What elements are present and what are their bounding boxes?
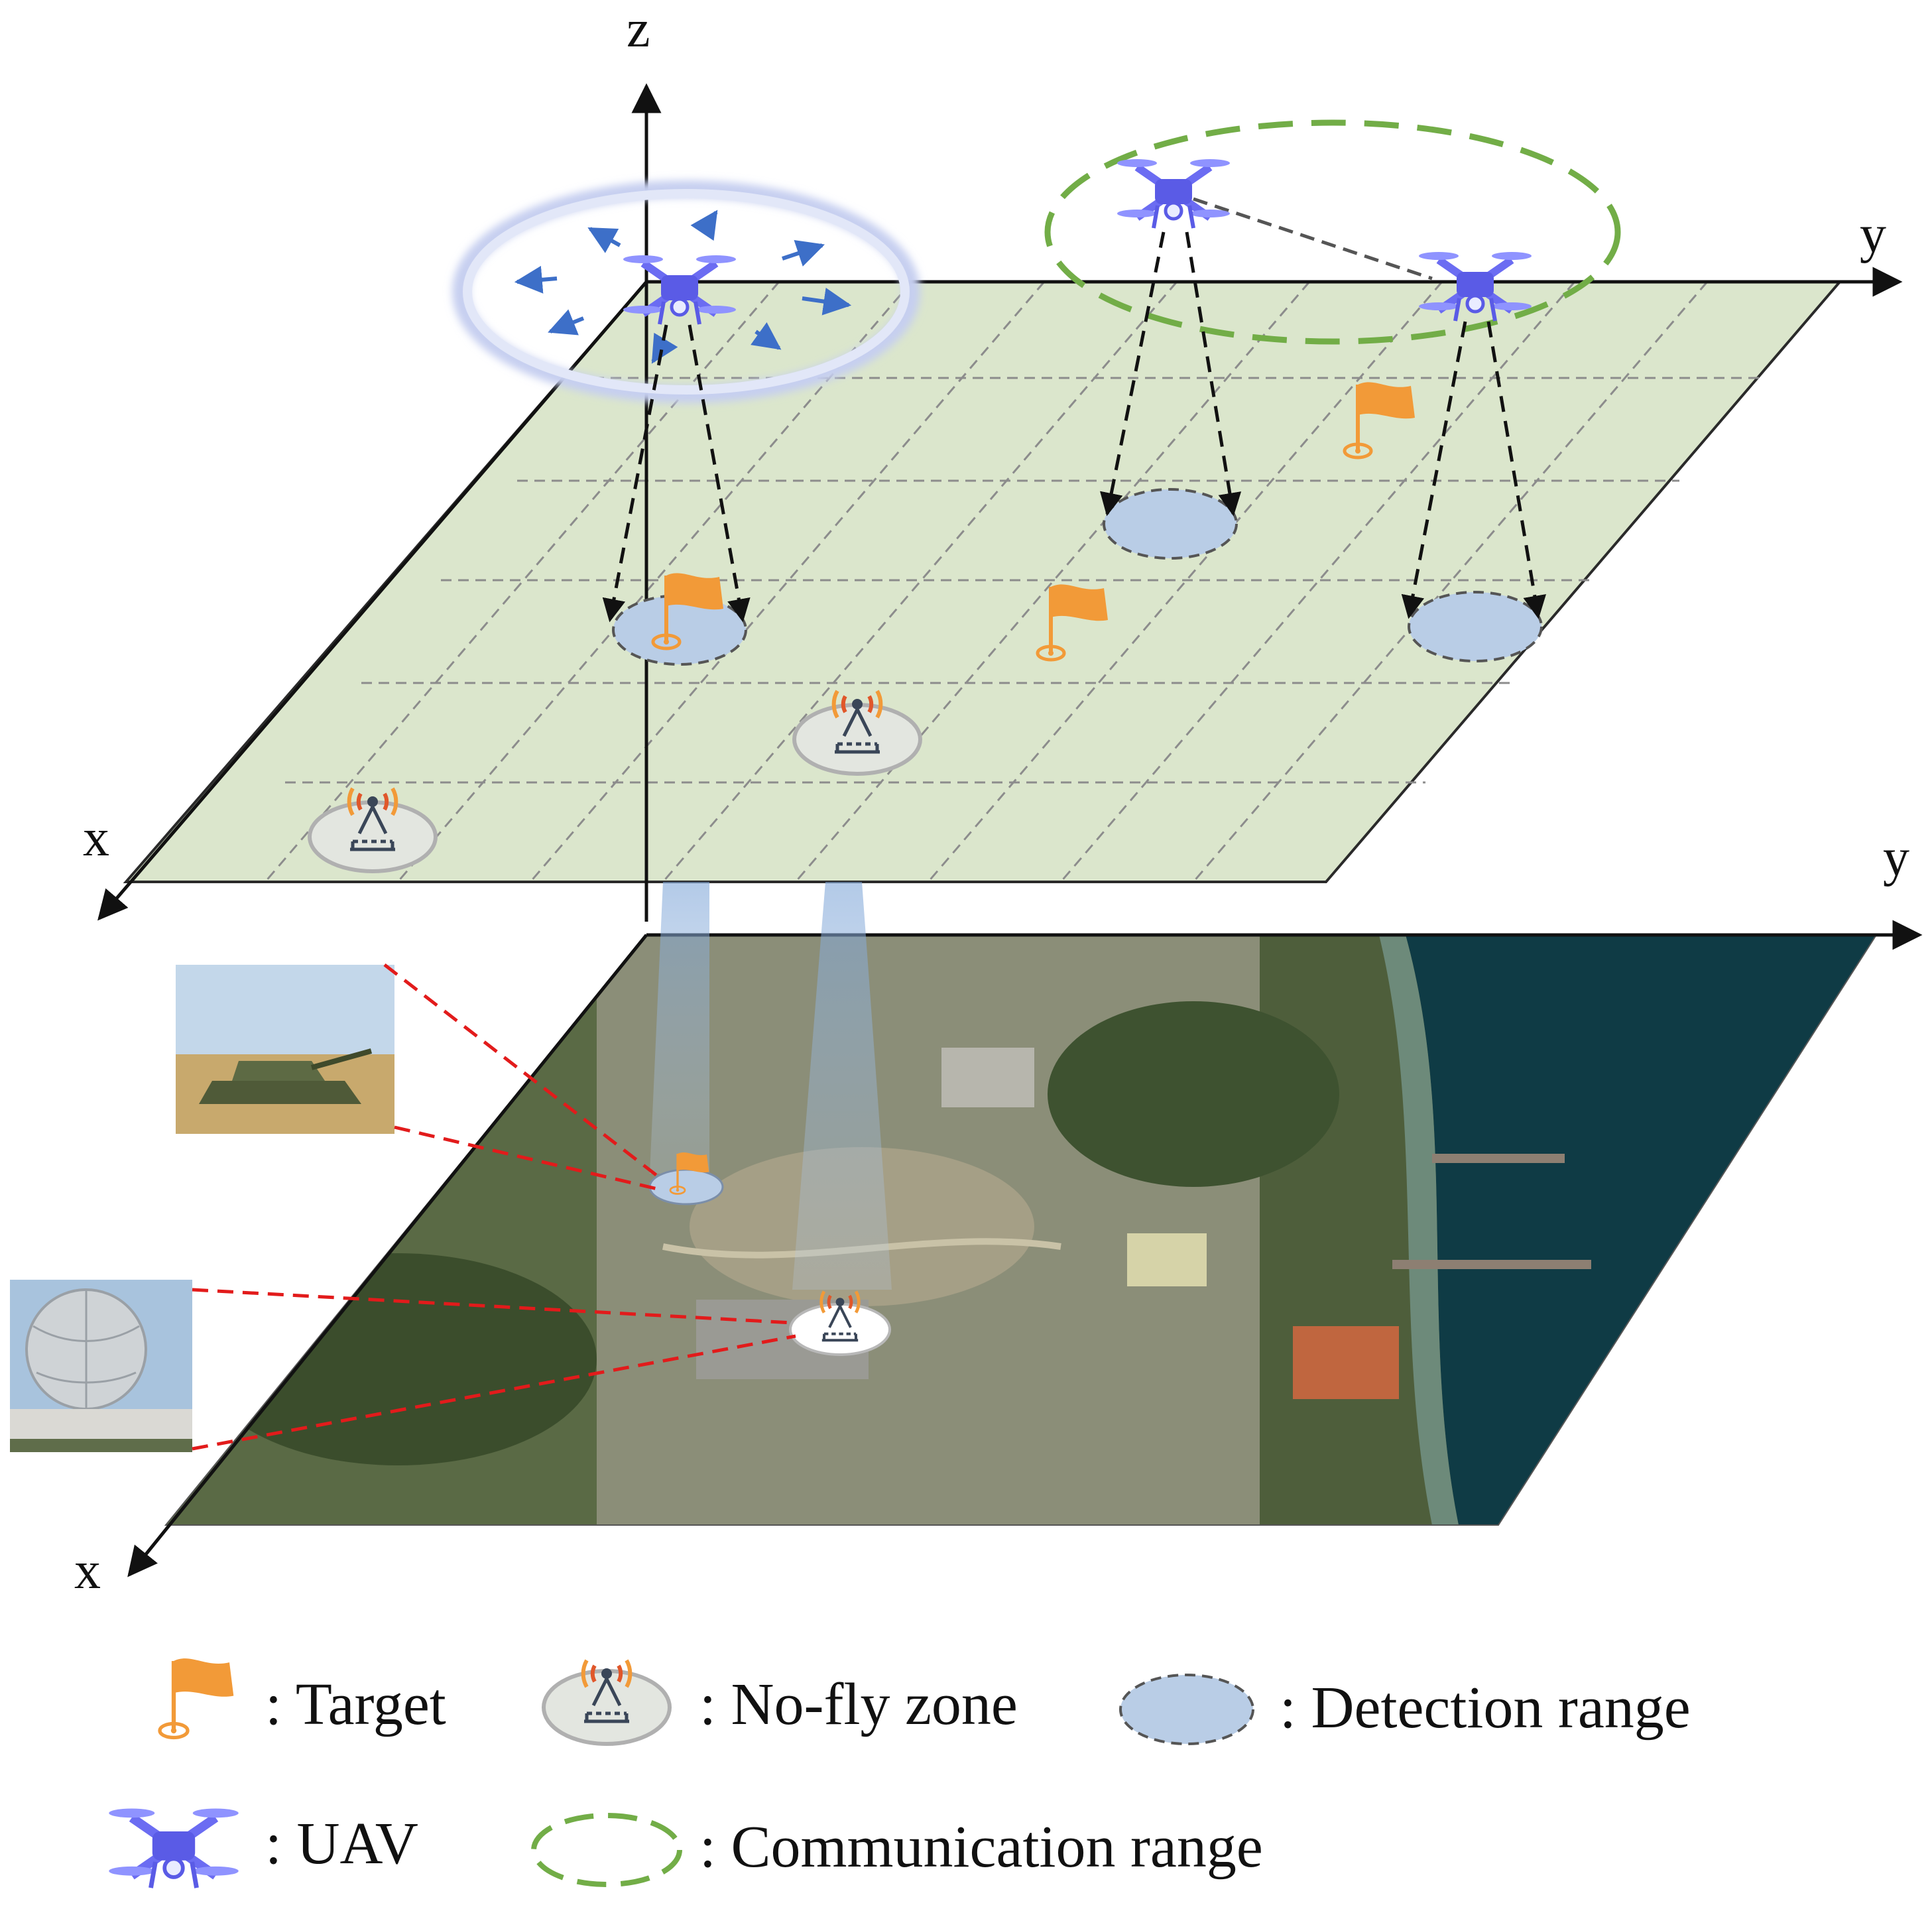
projection-beams: [650, 882, 892, 1290]
uav-2-icon: [1117, 159, 1230, 228]
radar-dome-image: [10, 1280, 192, 1452]
detection-range-2: [1103, 488, 1238, 560]
legend-no-fly-zone-label: : No-fly zone: [699, 1672, 1018, 1737]
bottom-y-axis-label: y: [1883, 829, 1909, 887]
image-connectors: [192, 963, 796, 1451]
communication-range: [1044, 119, 1621, 345]
movement-arrows: [514, 210, 852, 364]
detection-range-3: [1408, 591, 1543, 662]
top-plane-grid: [264, 281, 1764, 883]
legend-uav-label: : UAV: [265, 1811, 418, 1876]
legend-detection-range: [1119, 1674, 1254, 1745]
no-fly-zone-2: [308, 800, 438, 873]
satellite-map: [164, 934, 1878, 1526]
top-plane: [123, 280, 1843, 883]
legend-target-label: : Target: [265, 1672, 446, 1737]
map-detection-range: [648, 1168, 724, 1205]
map-no-fly-zone: [789, 1303, 891, 1356]
legend-target-flag-icon: [160, 1658, 233, 1737]
legend-communication-range: [531, 1813, 682, 1887]
uav-1-swarm-ring: [452, 180, 920, 403]
z-axis-label: z: [627, 0, 650, 58]
top-axes: z y x: [83, 0, 1903, 922]
legend-detection-range-label: : Detection range: [1280, 1675, 1691, 1741]
bottom-x-axis-label: x: [74, 1542, 101, 1600]
legend-communication-range-label: : Communication range: [699, 1814, 1263, 1880]
detection-beams: [602, 231, 1547, 623]
top-y-axis-label: y: [1860, 206, 1886, 264]
top-x-axis-label: x: [83, 809, 109, 867]
tank-image: [176, 965, 394, 1134]
no-fly-zone-1: [792, 703, 922, 776]
legend: : Target : No-fly zone : Detection range…: [109, 1658, 1691, 1888]
legend-uav-icon: [109, 1809, 239, 1888]
detection-range-1: [612, 594, 747, 666]
